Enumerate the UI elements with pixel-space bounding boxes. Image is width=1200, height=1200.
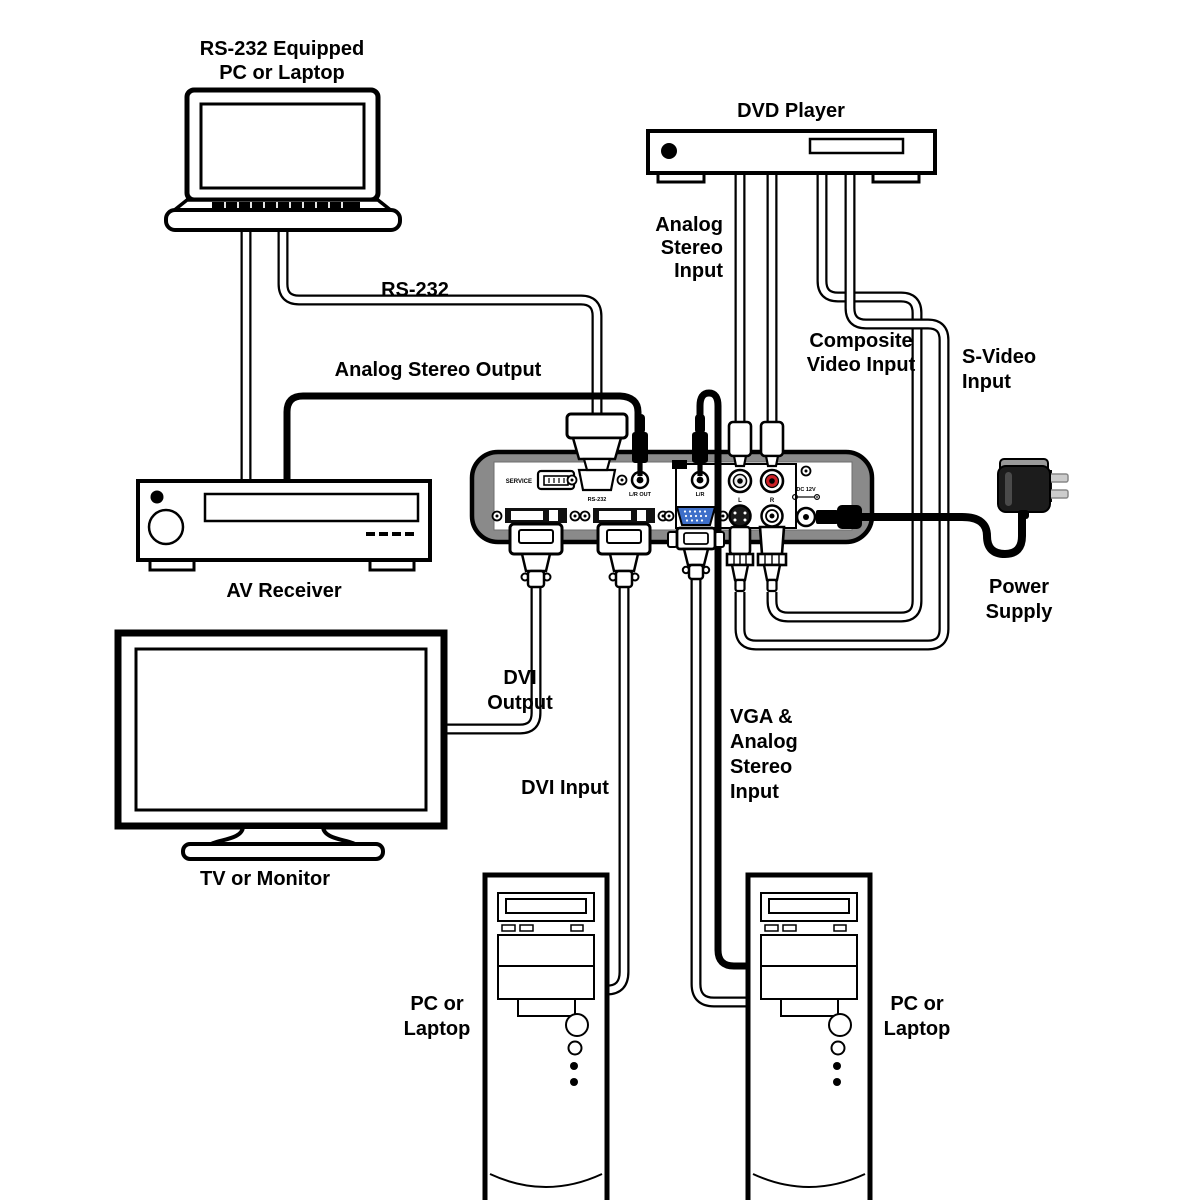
dvi-in-plug — [596, 522, 652, 589]
dvd-player — [646, 129, 937, 184]
dvd-tray — [808, 137, 905, 155]
s-video-port — [728, 504, 752, 528]
composite-plug — [756, 525, 788, 593]
pc-tower-right — [748, 875, 870, 1200]
rca-r-port — [759, 468, 785, 494]
dc-polarity-icon — [791, 494, 820, 501]
rs232-port-label: RS-232 — [588, 497, 607, 503]
laptop-screen — [199, 102, 366, 190]
lr-out-label: L/R OUT — [629, 492, 652, 498]
rca-l-label: L — [738, 498, 742, 504]
vga-port — [663, 506, 729, 526]
rs232-cable — [277, 226, 603, 425]
service-label: SERVICE — [506, 479, 532, 485]
analog-stereo-input-label-line1: Analog — [655, 214, 723, 236]
laptop — [164, 87, 402, 232]
s-video-input-label-line2: Input — [962, 371, 1011, 393]
cables — [240, 172, 1026, 1008]
db9-plug — [565, 412, 629, 472]
dvi-in-port — [579, 508, 669, 523]
dvi-output-cable — [446, 580, 542, 735]
laptop-base — [164, 208, 402, 232]
receiver-display — [203, 492, 420, 523]
receiver-buttons — [366, 532, 414, 536]
dvi-out-port — [491, 508, 581, 523]
dc-label: DC 12V — [796, 487, 816, 493]
analog-stereo-output-label: Analog Stereo Output — [335, 359, 542, 381]
scaler-device: SERVICE RS-232 L/R OUT L/R L R DC 12V — [469, 449, 875, 545]
pc-left-label-line2: Laptop — [404, 1018, 471, 1040]
av-receiver-label: AV Receiver — [226, 580, 341, 602]
dvi-output-label-line1: DVI — [503, 667, 536, 689]
tv-monitor — [114, 629, 448, 861]
power-supply-unit — [997, 458, 1069, 519]
s-video-cable — [734, 172, 950, 651]
vga-stereo-input-label-line2: Analog — [730, 731, 798, 753]
dvi-input-label: DVI Input — [521, 777, 609, 799]
s-video-input-label-line1: S-Video — [962, 346, 1036, 368]
composite-video-input-label-line1: Composite — [809, 330, 912, 352]
pc-right-label-line1: PC or — [890, 993, 944, 1015]
input-section-tag — [672, 460, 687, 469]
rca-r-label: R — [770, 498, 775, 504]
laptop-label-line2: PC or Laptop — [219, 62, 345, 84]
vga-stereo-input-label-line1: VGA & — [730, 706, 793, 728]
dc-power-plug — [816, 505, 862, 529]
dvi-input-cable — [606, 580, 630, 996]
lr-in-label: L/R — [696, 492, 705, 498]
analog-stereo-output-cable — [283, 392, 642, 481]
usb-service-port — [536, 469, 576, 491]
dvd-label: DVD Player — [737, 100, 845, 122]
vga-stereo-input-label-line3: Stereo — [730, 756, 792, 778]
av-receiver — [136, 479, 432, 572]
dc-power-jack — [791, 465, 820, 528]
rs232-cable-label: RS-232 — [381, 279, 449, 301]
pc-tower-left — [485, 875, 607, 1200]
tv-screen — [134, 647, 428, 812]
vga-stereo-input-label-line4: Input — [730, 781, 779, 803]
rca-l-port — [727, 468, 753, 494]
laptop-label-line1: RS-232 Equipped — [200, 38, 364, 60]
composite-video-input-label-line2: Video Input — [807, 354, 916, 376]
dvi-output-label-line2: Output — [487, 692, 553, 714]
analog-stereo-input-cable — [696, 389, 746, 970]
dvd-power-button — [661, 143, 677, 159]
pc-left-label-line1: PC or — [410, 993, 464, 1015]
labels: RS-232 Equipped PC or Laptop DVD Player … — [200, 38, 1053, 1040]
receiver-knob — [147, 508, 185, 546]
tv-label: TV or Monitor — [200, 868, 330, 890]
vga-cable — [690, 574, 746, 1008]
composite-port — [760, 504, 784, 528]
receiver-led — [150, 490, 164, 504]
plugs — [508, 412, 862, 593]
tv-stand-base — [181, 842, 385, 861]
dvi-out-plug — [508, 522, 564, 589]
composite-video-cable — [766, 172, 923, 623]
s-video-plug — [725, 525, 755, 593]
analog-stereo-input-label-line3: Input — [674, 260, 723, 282]
power-supply-label-line2: Supply — [986, 601, 1054, 623]
analog-stereo-input-label-line2: Stereo — [661, 237, 723, 259]
power-cable — [854, 506, 1026, 559]
pc-right-label-line2: Laptop — [884, 1018, 951, 1040]
power-supply-label-line1: Power — [989, 576, 1049, 598]
